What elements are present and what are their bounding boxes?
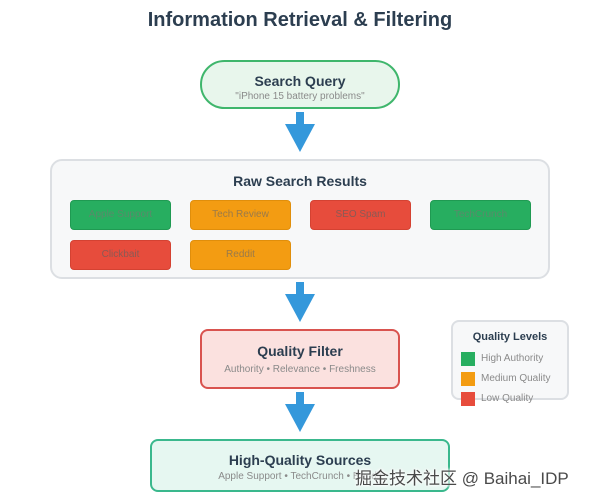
search-query-node: Search Query "iPhone 15 battery problems… [200, 60, 400, 109]
high-quality-sources-node: High-Quality Sources Apple Support • Tec… [150, 439, 450, 492]
result-techcrunch: TechCrunch [430, 200, 531, 230]
high-quality-sources-label: High-Quality Sources [228, 452, 372, 468]
watermark: 掘金技术社区 @ Baihai_IDP [355, 469, 569, 488]
low-swatch [461, 392, 475, 406]
diagram-title: Information Retrieval & Filtering [147, 9, 453, 31]
search-query-label: Search Query [254, 73, 346, 89]
arrow-down-icon [285, 112, 315, 152]
raw-results-label: Raw Search Results [233, 173, 367, 189]
quality-filter-criteria: Authority • Relevance • Freshness [224, 364, 376, 375]
arrow-down-icon [285, 282, 315, 322]
high-quality-sources-list: Apple Support • TechCrunch • Reddit [218, 471, 382, 482]
legend-label: High Authority [481, 353, 544, 364]
result-clickbait: Clickbait [70, 240, 171, 270]
result-apple-support: Apple Support [70, 200, 171, 230]
quality-filter-label: Quality Filter [257, 343, 343, 359]
legend-title: Quality Levels [472, 331, 548, 343]
raw-results-panel: Raw Search Results Apple Support Tech Re… [50, 159, 550, 279]
legend-label: Medium Quality [481, 373, 551, 384]
result-reddit: Reddit [190, 240, 291, 270]
high-swatch [461, 352, 475, 366]
quality-filter-node: Quality Filter Authority • Relevance • F… [200, 329, 400, 389]
search-query-text: "iPhone 15 battery problems" [235, 91, 365, 102]
legend-label: Low Quality [481, 393, 534, 404]
arrow-down-icon [285, 392, 315, 432]
quality-legend: Quality Levels High Authority Medium Qua… [451, 320, 569, 406]
result-seo-spam: SEO Spam [310, 200, 411, 230]
result-tech-review: Tech Review [190, 200, 291, 230]
medium-swatch [461, 372, 475, 386]
